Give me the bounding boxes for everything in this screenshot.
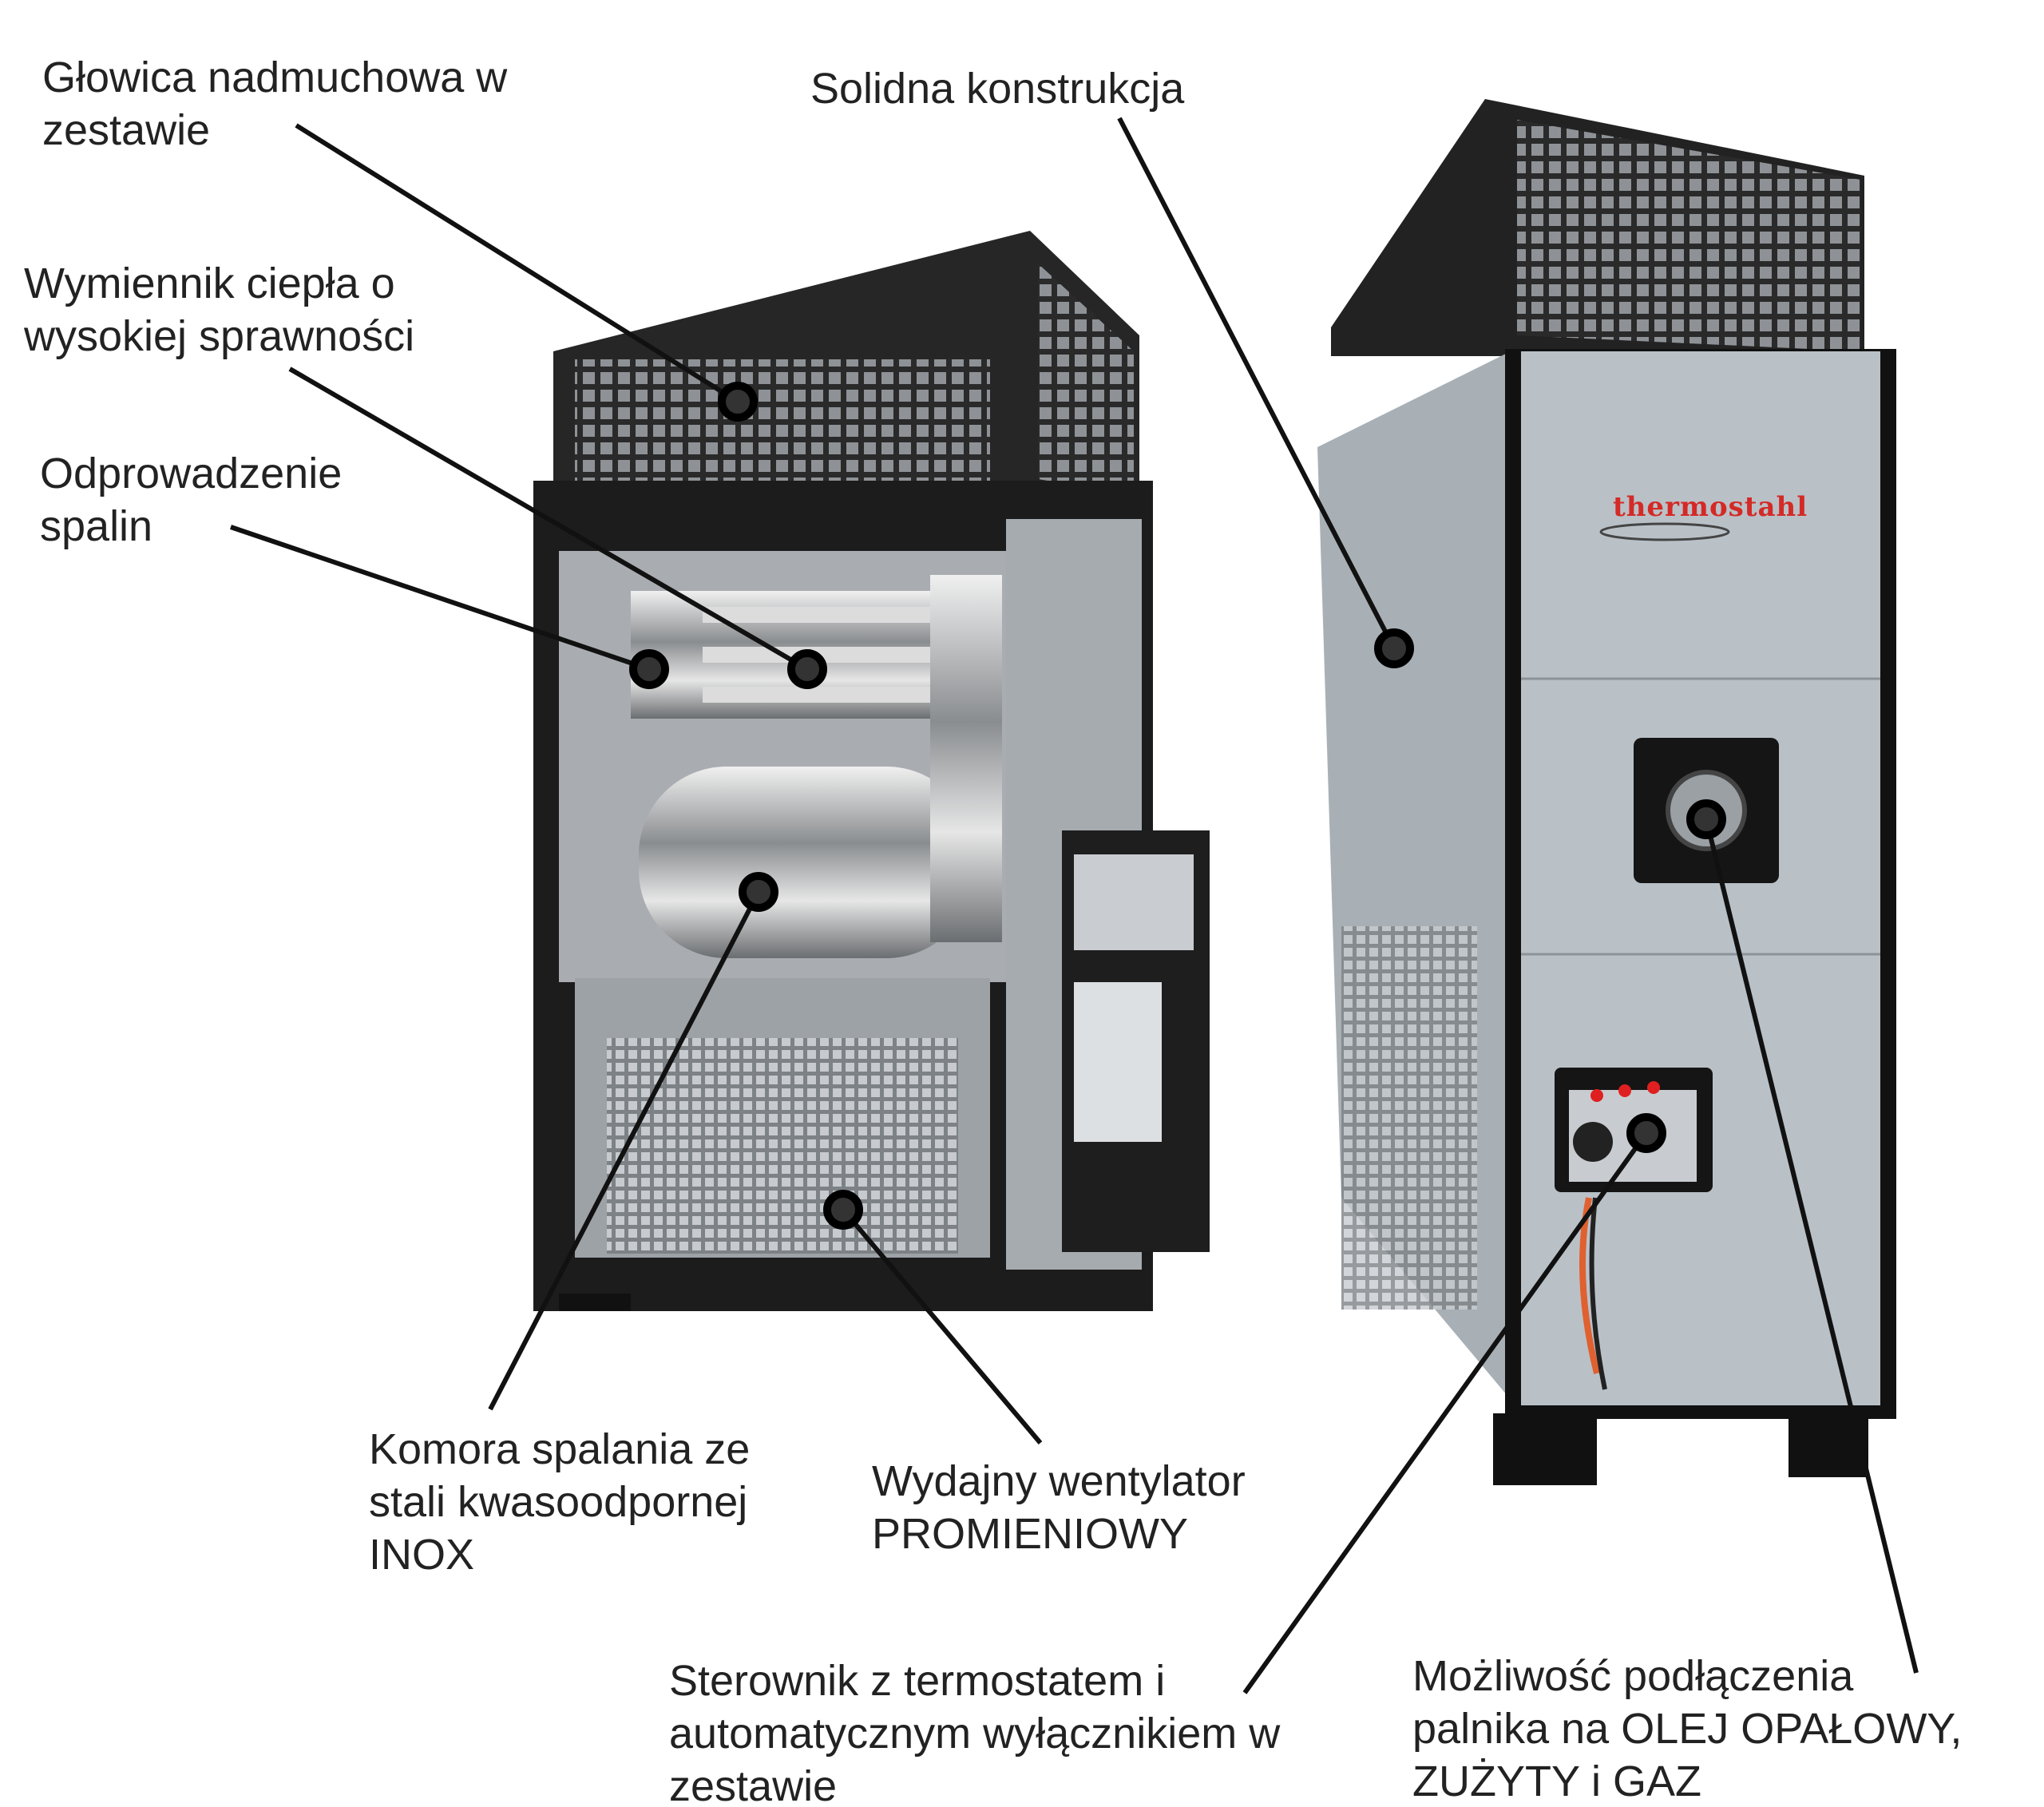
callout-glowica: Głowica nadmuchowa w zestawie (42, 51, 507, 157)
callout-line: automatycznym wyłącznikiem w (669, 1710, 1281, 1757)
callout-wymiennik: Wymiennik ciepła o wysokiej sprawności (24, 257, 414, 363)
callout-line: stali kwasoodpornej (369, 1478, 748, 1526)
callout-line: wysokiej sprawności (24, 312, 415, 360)
right-heater-closed (1317, 99, 1896, 1485)
callout-line: Odprowadzenie (40, 450, 343, 497)
callout-line: Możliwość podłączenia (1412, 1652, 1854, 1700)
callout-wentylator: Wydajny wentylator PROMIENIOWY (872, 1455, 1246, 1560)
callout-spaliny: Odprowadzenie spalin (40, 447, 342, 553)
callout-line: Sterownik z termostatem i (669, 1657, 1166, 1705)
callout-line: ZUŻYTY i GAZ (1412, 1757, 1702, 1805)
callout-line: zestawie (42, 106, 211, 154)
callout-line: Wymiennik ciepła o (24, 260, 395, 307)
thermostahl-logo: thermostahl (1613, 491, 1808, 523)
callout-palnik: Możliwość podłączenia palnika na OLEJ OP… (1412, 1650, 1962, 1807)
callout-line: palnika na OLEJ OPAŁOWY, (1412, 1705, 1963, 1753)
callout-line: INOX (369, 1531, 475, 1579)
callout-line: Wydajny wentylator (872, 1457, 1246, 1505)
callout-line: zestawie (669, 1762, 838, 1807)
callout-line: spalin (40, 502, 153, 550)
callout-line: Komora spalania ze (369, 1425, 751, 1473)
callout-konstrukcja: Solidna konstrukcja (810, 62, 1184, 115)
callout-line: PROMIENIOWY (872, 1510, 1189, 1558)
callout-dots (629, 382, 1726, 1230)
left-heater-open (533, 231, 1210, 1311)
callout-line: Solidna konstrukcja (810, 65, 1185, 113)
callout-sterownik: Sterownik z termostatem i automatycznym … (669, 1654, 1280, 1807)
callout-line: Głowica nadmuchowa w (42, 53, 508, 101)
callout-komora: Komora spalania ze stali kwasoodpornej I… (369, 1423, 750, 1581)
leader-lines (230, 117, 1919, 1694)
